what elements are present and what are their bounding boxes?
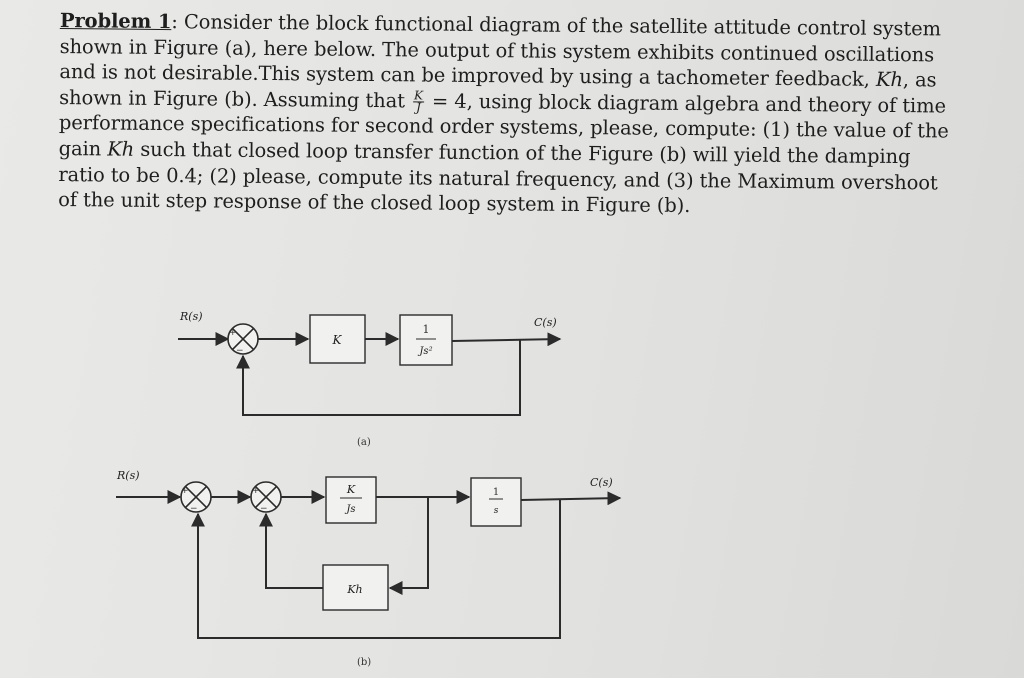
figure-a-caption: (a): [357, 437, 371, 448]
figure-b-input-label: R(s): [116, 469, 140, 482]
figure-b-forward-denominator: Js: [344, 504, 355, 515]
figure-b-inner-feedback-path: [259, 512, 323, 589]
svg-text:+: +: [181, 486, 189, 496]
figure-a-plant-block: [399, 314, 453, 366]
figure-a-gain-label: K: [332, 333, 343, 347]
figure-b-outer-summing-junction: + −: [180, 481, 212, 514]
figure-a-gain-block: [309, 314, 366, 364]
svg-text:−: −: [190, 504, 198, 514]
figure-b-integrator-numerator: 1: [493, 487, 499, 498]
figure-a: R(s) C(s) + − K 1 Js² (a): [178, 310, 562, 448]
figure-b-tachometer-label: Kh: [346, 583, 362, 596]
figure-b-output-arrow: [520, 491, 622, 506]
figure-b-inner-summing-junction: + −: [250, 481, 282, 514]
figure-b-forward-block: [325, 476, 377, 524]
figure-a-output-arrow: [451, 332, 562, 347]
figure-b-integrator-denominator: s: [494, 506, 499, 516]
figure-b-output-label: C(s): [590, 476, 613, 489]
figure-a-output-label: C(s): [534, 316, 557, 329]
figure-a-feedback-path: [236, 340, 521, 416]
figure-b-wire-to-tachometer: [388, 497, 429, 595]
figure-b: R(s) C(s) + − + − K Js: [116, 469, 622, 668]
figure-a-summing-junction: + −: [227, 323, 259, 356]
figure-a-plant-numerator: 1: [423, 323, 430, 336]
figure-b-integrator-block: [470, 477, 522, 527]
figure-b-forward-numerator: K: [346, 483, 356, 496]
figure-b-caption: (b): [357, 657, 371, 668]
svg-text:−: −: [260, 504, 268, 514]
svg-text:−: −: [236, 346, 244, 356]
figure-a-plant-denominator: Js²: [417, 346, 432, 357]
svg-text:+: +: [252, 486, 260, 496]
svg-text:+: +: [229, 328, 237, 338]
figure-a-input-label: R(s): [179, 310, 203, 323]
figure-b-outer-feedback-path: [191, 499, 561, 639]
